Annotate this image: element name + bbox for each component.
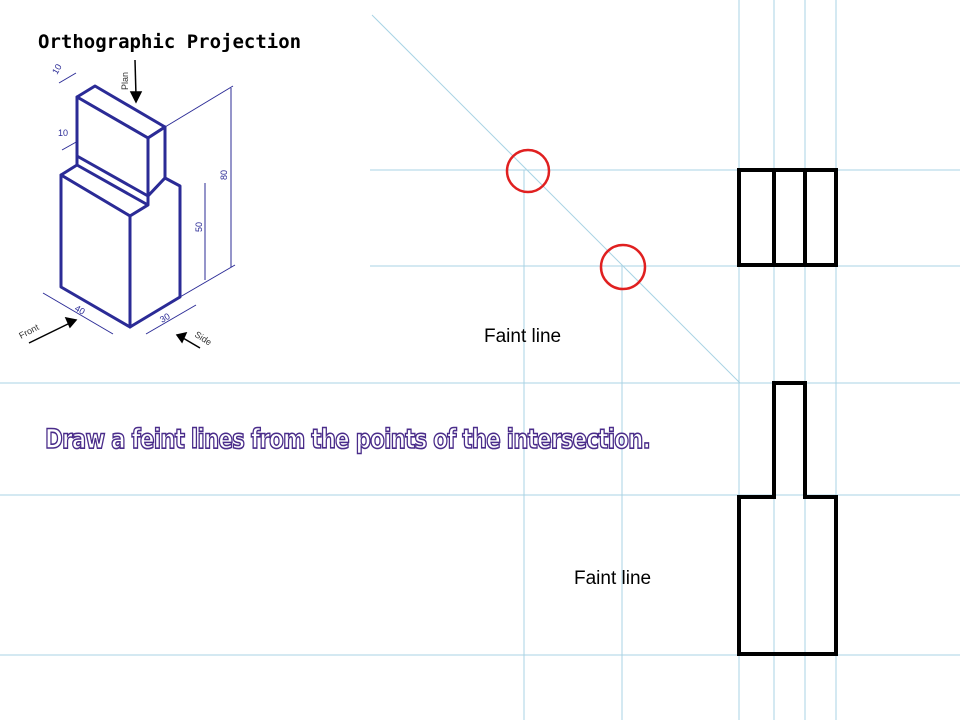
dim-label-height-50: 50 bbox=[194, 222, 204, 232]
intersection-circle bbox=[505, 148, 551, 194]
page-title: Orthographic Projection bbox=[38, 31, 301, 53]
plan-arrowhead bbox=[129, 91, 143, 104]
dim-label-depth-30: 30 bbox=[158, 311, 172, 325]
front-arrowhead bbox=[64, 316, 78, 329]
plan-outline bbox=[737, 168, 838, 267]
dim-label-step-depth: 10 bbox=[58, 128, 68, 138]
intersection-circle bbox=[599, 243, 647, 291]
faint-line-label-lower: Faint line bbox=[574, 568, 651, 589]
dim-label-top-depth: 10 bbox=[50, 62, 64, 76]
diagonal-mitre-line bbox=[371, 14, 741, 384]
front-view-label: Front bbox=[17, 322, 41, 341]
dim-line-width-40 bbox=[42, 292, 114, 335]
dim-line-step-depth bbox=[61, 140, 79, 151]
dim-line-depth-30 bbox=[145, 304, 197, 335]
dim-ext-line bbox=[164, 85, 234, 128]
plan-view bbox=[737, 168, 838, 267]
dim-label-height-80: 80 bbox=[219, 170, 229, 180]
dim-label-width-40: 40 bbox=[73, 303, 87, 317]
iso-lower-front-face bbox=[59, 173, 132, 329]
side-arrow bbox=[182, 337, 201, 349]
intersection-markers bbox=[505, 148, 647, 291]
isometric-sketch: 10 10 80 50 40 30 Plan Front Side bbox=[17, 59, 236, 349]
plan-arrow bbox=[134, 59, 137, 97]
dim-ext-line bbox=[179, 264, 236, 298]
front-arrow bbox=[28, 321, 73, 344]
side-arrowhead bbox=[175, 331, 188, 344]
dim-line-top-depth bbox=[58, 72, 77, 84]
elevation-outline bbox=[737, 381, 838, 656]
instruction-text: Draw a feint lines from the points of th… bbox=[45, 424, 650, 455]
side-view-label: Side bbox=[193, 329, 214, 347]
plan-view-label: Plan bbox=[120, 72, 130, 90]
elevation-view bbox=[737, 381, 838, 656]
faint-line-label-upper: Faint line bbox=[484, 326, 561, 347]
